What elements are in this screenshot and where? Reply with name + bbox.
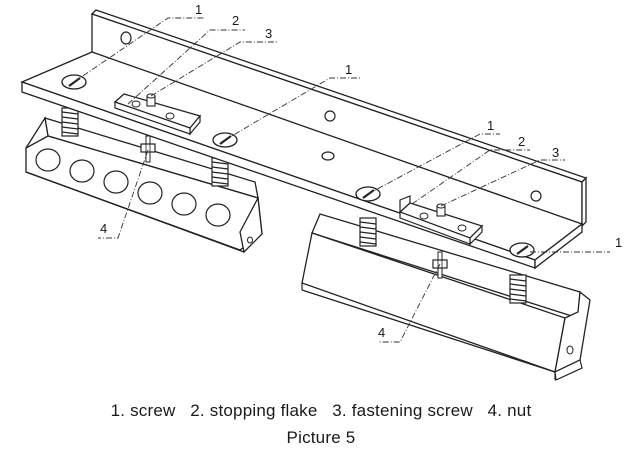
callout-screw-4: 1 [615, 235, 622, 250]
stopping-flake-right [398, 195, 484, 246]
callout-nut-right: 4 [378, 325, 385, 340]
left-mounting-block [25, 116, 263, 254]
callout-fastening-2: 3 [552, 145, 559, 160]
stopping-flake-left [113, 93, 202, 136]
callout-screw-2: 1 [345, 62, 352, 77]
figure-title: Picture 5 [286, 428, 356, 447]
leader-lines [73, 17, 610, 343]
callout-flake-2: 2 [518, 134, 525, 149]
callout-flake-1: 2 [232, 13, 239, 28]
callout-fastening-1: 3 [265, 26, 272, 41]
callout-screw-3: 1 [487, 118, 494, 133]
callout-screw-1: 1 [195, 2, 202, 17]
callout-labels: 1 2 3 1 1 2 3 1 4 4 [100, 2, 622, 340]
callout-nut-left: 4 [100, 221, 107, 236]
parts-legend: 1. screw 2. stopping flake 3. fastening … [110, 401, 532, 420]
